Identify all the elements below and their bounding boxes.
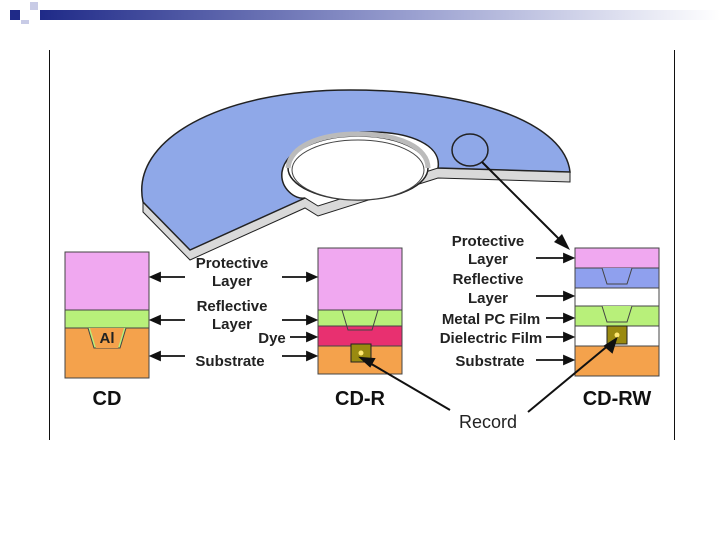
cdrw-stack [574,247,660,377]
zoom-arrow [481,161,570,250]
cd-stack: Al [64,251,150,379]
cd-layers-diagram: Al Protective Layer Reflective Layer Dye… [49,50,675,440]
label-dye: Dye [258,330,286,347]
disc-magnifier-circle [451,133,489,167]
label-protective-2: Layer [212,273,252,290]
label-rw-dielectric: Dielectric Film [440,330,543,347]
label-rw-metal-pc: Metal PC Film [442,311,540,328]
cdr-stack [317,247,403,375]
slide-header-bar [10,2,720,24]
header-square-1 [10,10,20,20]
title-cdrw: CD-RW [583,388,652,410]
header-square-3 [30,2,38,10]
diagram-svg: Al Protective Layer Reflective Layer Dye… [64,89,660,432]
label-substrate: Substrate [195,353,264,370]
label-record: Record [459,412,517,432]
record-pointers [358,336,618,413]
title-cdr: CD-R [335,388,386,410]
label-rw-substrate: Substrate [455,353,524,370]
right-labels: Protective Layer Reflective Layer Metal … [440,233,576,370]
label-reflective-1: Reflective [197,298,268,315]
header-square-2 [21,20,29,24]
middle-labels: Protective Layer Reflective Layer Dye Su… [148,255,319,370]
disc-illustration [141,89,571,261]
label-protective-1: Protective [196,255,269,272]
label-rw-reflective-1: Reflective [453,271,524,288]
label-al: Al [100,330,115,347]
label-rw-reflective-2: Layer [468,290,508,307]
label-rw-protective-1: Protective [452,233,525,250]
label-reflective-2: Layer [212,316,252,333]
label-rw-protective-2: Layer [468,251,508,268]
disc-top-face [141,89,571,251]
title-cd: CD [93,388,122,410]
